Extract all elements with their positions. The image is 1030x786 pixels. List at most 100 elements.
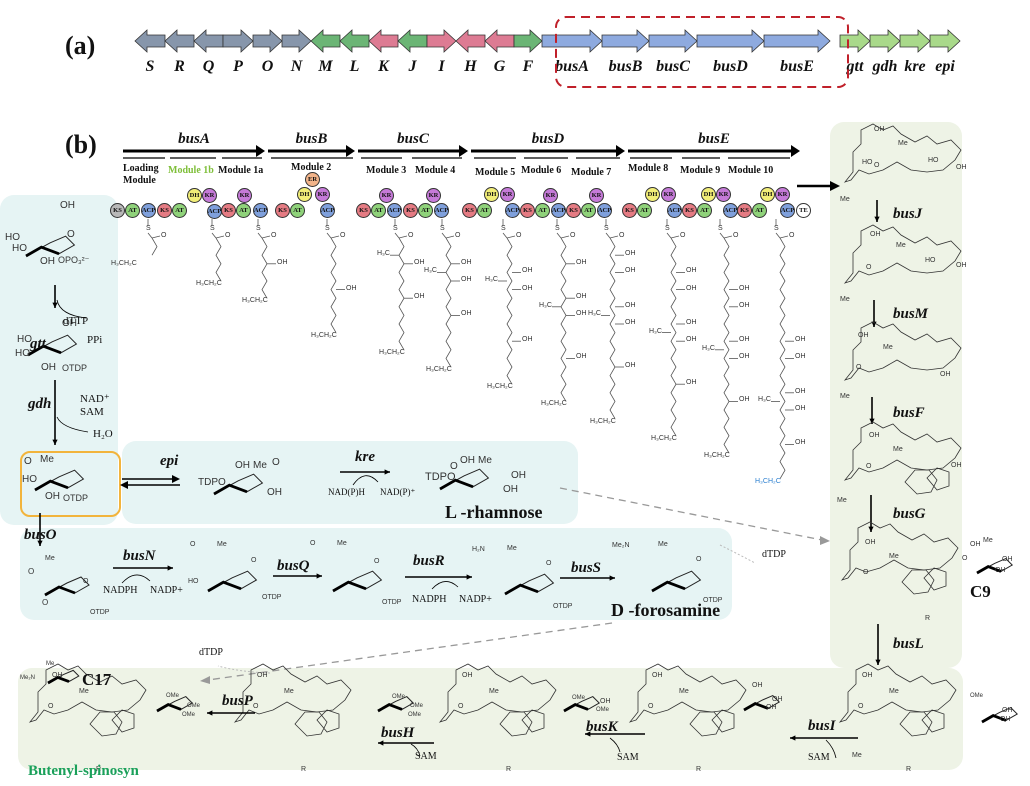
bond: [609, 235, 619, 239]
gene-arrow-gdh: [869, 29, 901, 53]
atom-label: OMe: [596, 707, 610, 713]
gene-label-K: K: [378, 58, 389, 75]
domain-kr: KR: [716, 187, 731, 202]
gene-arrow-R: [164, 29, 195, 53]
atom-label: OTDP: [63, 493, 89, 503]
atom-label: Me: [217, 541, 227, 548]
atom-label: Me: [840, 393, 850, 400]
atom-label: O: [856, 364, 862, 371]
atom-label: OMe: [166, 693, 180, 699]
carbonyl-label: O: [225, 232, 231, 239]
gene-label-N: N: [290, 58, 303, 75]
enzyme-busL: busL: [893, 636, 924, 652]
hydroxyl-label: OH: [795, 336, 806, 344]
domain-acp: ACP: [667, 203, 682, 218]
cofactor-curve: [431, 581, 459, 590]
gene-arrow-P: [222, 29, 254, 53]
atom-label: Me: [840, 296, 850, 303]
hydroxyl-label: OH: [795, 439, 806, 447]
bond: [556, 232, 562, 239]
enzyme-busI: busI: [808, 718, 836, 734]
atom-label: OTDP: [90, 609, 110, 616]
domain-acp: ACP: [320, 203, 335, 218]
gene-label-G: G: [493, 58, 506, 75]
domain-ks: KS: [110, 203, 125, 218]
atom-label: OH: [45, 491, 60, 502]
hydroxyl-label: OH: [461, 310, 472, 318]
bond: [502, 232, 508, 239]
domain-acp: ACP: [387, 203, 402, 218]
cofactor-nadp-kre: NAD(P)⁺: [380, 487, 416, 497]
domain-ks: KS: [566, 203, 581, 218]
domain-kr: KR: [315, 187, 330, 202]
domain-acp: ACP: [505, 203, 520, 218]
hydroxyl-label: OH: [522, 267, 533, 275]
methyl-label: H₃C: [588, 310, 601, 318]
atom-label: TDPO: [198, 477, 226, 488]
domain-ks: KS: [356, 203, 371, 218]
forosamine-transfer-head: [200, 676, 210, 684]
thioester-label: S: [146, 225, 151, 232]
carbonyl-label: O: [570, 232, 576, 239]
atom-label: Me: [679, 688, 689, 695]
sugar-ring-bold-edge: [213, 483, 248, 496]
pks-gene-busB: busB: [295, 131, 328, 147]
cofactor-curve: [56, 416, 89, 433]
domain-acp: ACP: [434, 203, 449, 218]
butenyl-spinosyn-structure: [28, 663, 147, 723]
atom-label: HO: [15, 348, 30, 359]
pks-gene-busC: busC: [397, 131, 429, 147]
sugar-ring-bold-edge: [156, 703, 182, 713]
c9-label: C9: [970, 582, 991, 601]
thioester-label: S: [393, 225, 398, 232]
pks-gene-busA: busA: [178, 131, 210, 147]
atom-label: Me: [896, 242, 906, 249]
atom-label: O: [858, 703, 864, 710]
cofactor-nadph-kre: NAD(P)H: [328, 487, 365, 497]
domain-kr: KR: [543, 188, 558, 203]
cofactor-curve: [352, 475, 379, 486]
atom-label: OMe: [970, 693, 984, 699]
busL-arrow-head: [875, 659, 881, 665]
gene-label-kre: kre: [904, 58, 926, 75]
cofactor-sam: SAM: [80, 406, 104, 418]
cofactor-ppi: PPi: [87, 334, 103, 346]
hydroxyl-label: OH: [739, 301, 750, 309]
sugar-ring-bold-edge: [743, 702, 769, 712]
hydroxyl-label: OH: [686, 267, 697, 275]
module-label: Module 1b: [168, 165, 214, 176]
atom-label: OH: [752, 682, 763, 689]
atom-label: OH: [766, 704, 777, 711]
bond: [445, 235, 455, 239]
atom-label: OH: [511, 470, 526, 481]
hydroxyl-label: OH: [739, 284, 750, 292]
module-label: Module 1a: [218, 165, 264, 176]
atom-label: Me: [507, 545, 517, 552]
chain-terminus: H₃CH₂C: [196, 280, 222, 287]
pks-gene-arrow-head: [616, 145, 625, 157]
carbon-chain: [609, 237, 616, 419]
atom-label: OH: [956, 262, 967, 269]
sugar-ring-bold-edge: [504, 583, 539, 596]
gene-arrow-busE: [763, 29, 831, 53]
atom-label: HO: [928, 157, 939, 164]
sugar-ring-bold-edge: [981, 714, 1007, 724]
sugar-ring-bold-edge: [47, 675, 70, 685]
enzyme-epi: epi: [160, 453, 179, 469]
chain-terminus: H₃CH₂C: [541, 400, 567, 408]
atom-label: O: [190, 541, 196, 548]
atom-label: OH: [870, 231, 881, 238]
bond: [719, 232, 725, 239]
busK-product-fused-rings: [499, 709, 545, 737]
busR-arrow-head: [466, 574, 472, 580]
methyl-label: H₃C: [649, 327, 662, 335]
cofactor-nadph-busN: NADPH: [103, 585, 138, 596]
atom-label: O: [24, 456, 32, 467]
bond: [151, 235, 161, 239]
enzyme-kre: kre: [355, 449, 375, 465]
atom-label: OMe: [182, 712, 196, 718]
hydroxyl-label: OH: [414, 293, 425, 301]
chain-terminus: H₃CH₂C: [704, 452, 730, 459]
busL-product: [838, 663, 957, 723]
